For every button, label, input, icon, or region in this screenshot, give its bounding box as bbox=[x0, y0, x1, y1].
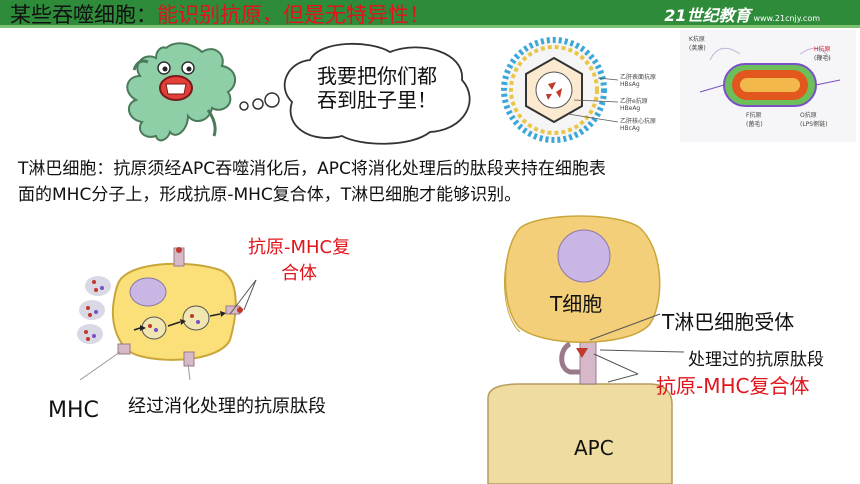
title-red-part: 能识别抗原，但是无特异性！ bbox=[157, 3, 430, 27]
description-line-2: 面的MHC分子上，形成抗原-MHC复合体，T淋巴细胞才能够识别。 bbox=[18, 185, 522, 205]
right-pointer-lines bbox=[589, 313, 685, 383]
left-complex-label-1: 抗原-MHC复 bbox=[248, 237, 351, 258]
bacteria-diagram bbox=[699, 47, 841, 107]
t-cell-label: T细胞 bbox=[550, 292, 603, 316]
speech-line-2: 吞到肚子里！ bbox=[317, 88, 437, 112]
apc-cell-diagram bbox=[77, 247, 257, 380]
left-complex-label: 抗原-MHC复 合体 bbox=[248, 233, 350, 285]
bacteria-o-label: O抗原(LPS侧链) bbox=[800, 112, 828, 128]
logo-sub: www.21cnjy.com bbox=[753, 14, 820, 23]
bacteria-k-label: K抗原(荚膜) bbox=[689, 36, 706, 52]
description-text: T淋巴细胞：抗原须经APC吞噬消化后，APC将消化处理后的肽段夹持在细胞表 面的… bbox=[18, 156, 606, 208]
antigen-clusters bbox=[77, 276, 111, 344]
right-peptide-label: 处理过的抗原肽段 bbox=[688, 350, 824, 370]
virus-diagram bbox=[501, 37, 619, 143]
title-black-part: 某些吞噬细胞： bbox=[10, 3, 157, 27]
speech-line-1: 我要把你们都 bbox=[317, 64, 437, 88]
speech-bubble bbox=[283, 42, 471, 145]
left-peptide-label: 经过消化处理的抗原肽段 bbox=[128, 396, 326, 417]
right-complex-label: 抗原-MHC复合体 bbox=[656, 374, 810, 398]
mhc-label: MHC bbox=[48, 398, 99, 423]
description-line-1: T淋巴细胞：抗原须经APC吞噬消化后，APC将消化处理后的肽段夹持在细胞表 bbox=[18, 159, 606, 179]
apc-label: APC bbox=[574, 436, 614, 460]
slide-title: 某些吞噬细胞：能识别抗原，但是无特异性！ bbox=[10, 3, 430, 27]
bacteria-f-label: F抗原(菌毛) bbox=[746, 112, 763, 128]
logo-text: 21世纪教育 bbox=[664, 6, 751, 25]
header-bar bbox=[0, 0, 860, 28]
tcell-apc-diagram bbox=[487, 215, 673, 484]
speech-bubble-text: 我要把你们都 吞到肚子里！ bbox=[292, 64, 462, 112]
receptor-label: T淋巴细胞受体 bbox=[662, 310, 795, 334]
phagocyte-cartoon bbox=[126, 42, 280, 142]
bacteria-h-label: H抗原(鞭毛) bbox=[814, 46, 831, 62]
header-stripe bbox=[0, 25, 860, 28]
left-complex-label-2: 合体 bbox=[281, 263, 318, 284]
